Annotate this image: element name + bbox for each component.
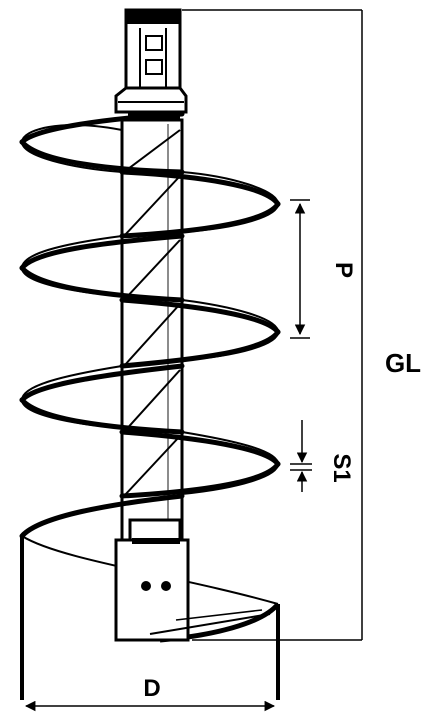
flight-front-edges xyxy=(19,111,281,539)
label-s1: S1 xyxy=(328,453,355,482)
dimension-pitch xyxy=(290,199,310,339)
pilot-head xyxy=(20,518,280,700)
dimension-gl xyxy=(182,9,363,641)
label-gl: GL xyxy=(385,348,421,378)
label-pitch: P xyxy=(330,262,357,278)
label-diameter: D xyxy=(143,675,160,702)
drive-head xyxy=(114,8,188,120)
shaft-weld-lines xyxy=(123,129,181,497)
dimension-s1 xyxy=(290,420,312,492)
